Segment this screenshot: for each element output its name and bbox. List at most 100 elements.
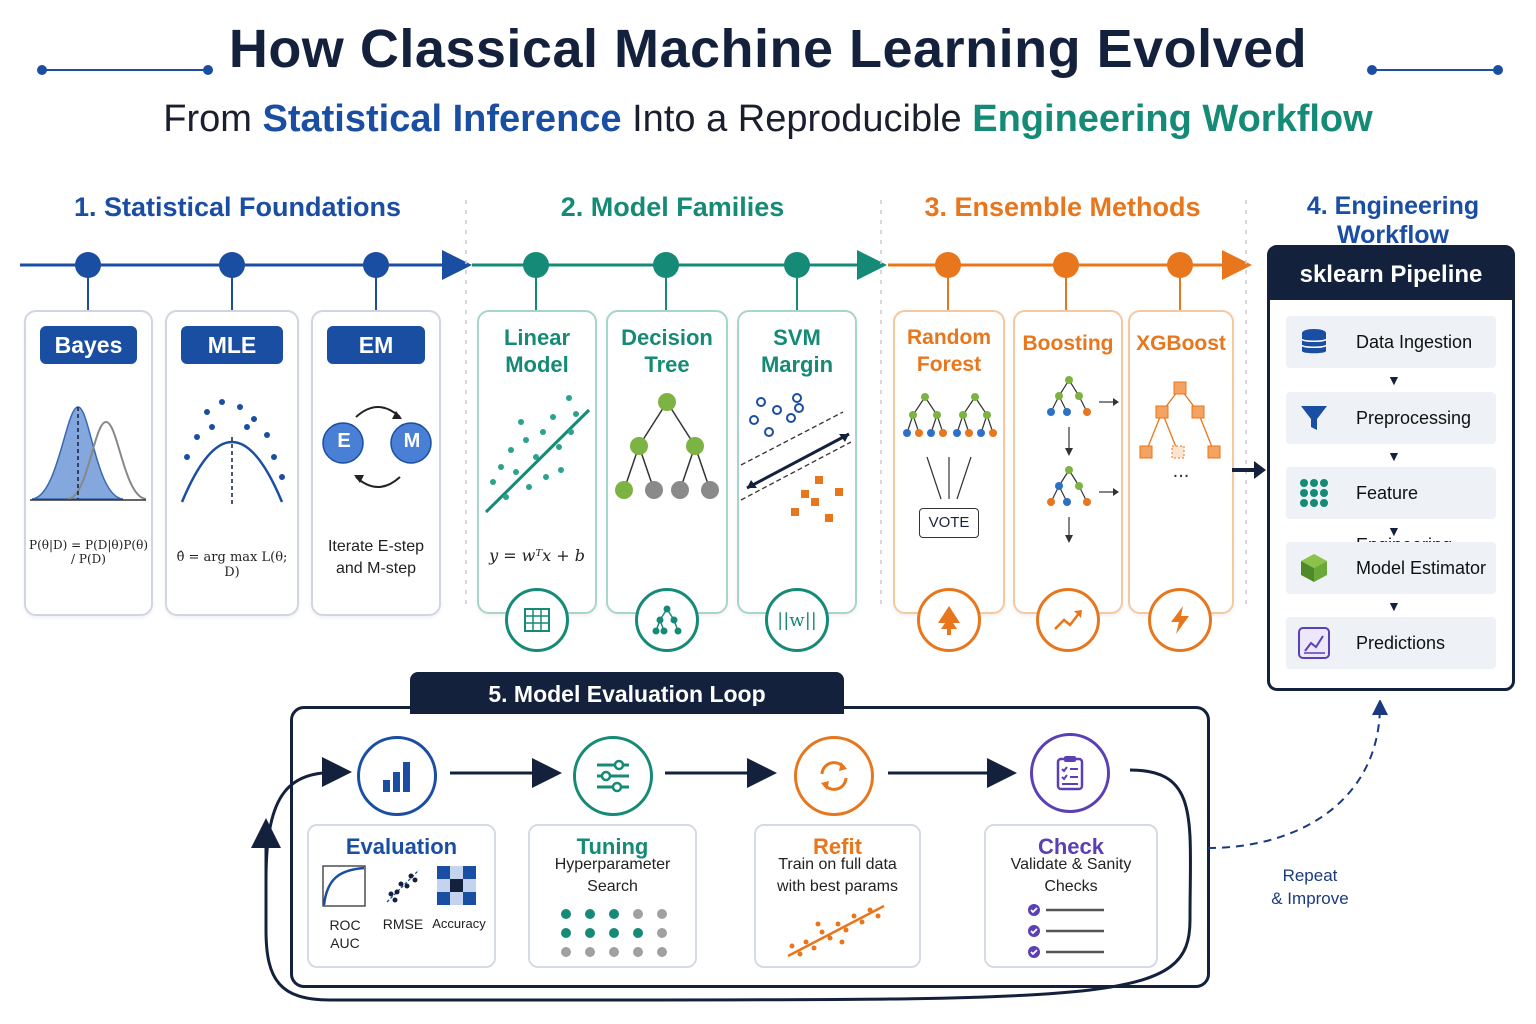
linear-regression-icon	[484, 395, 591, 514]
hyperparameter-grid-icon	[561, 909, 667, 957]
cube-icon	[1301, 554, 1327, 582]
em-label: EM	[327, 326, 425, 364]
check-clipboard-icon	[1030, 733, 1110, 813]
pipeline-step-data-ingestion: Data Ingestion	[1286, 316, 1496, 368]
section-dividers	[465, 200, 1247, 610]
tuning-sliders-icon	[573, 736, 653, 816]
check-text-1: Validate & Sanity	[1010, 856, 1132, 873]
evaluation-bar-chart-icon	[357, 736, 437, 816]
em-m-label: M	[403, 430, 421, 452]
svm-title-2: Margin	[760, 352, 834, 377]
linear-title-2: Model	[505, 352, 569, 377]
bayes-distribution-icon	[30, 406, 147, 501]
bayes-label: Bayes	[40, 326, 137, 364]
tree-hierarchy-icon	[635, 588, 699, 652]
boost-title: Boosting	[1022, 332, 1114, 355]
tree-title-2: Tree	[644, 352, 690, 377]
subtitle-mid: Into a Reproducible	[632, 98, 962, 140]
rmse-scatter-icon	[386, 869, 420, 903]
xgb-title: XGBoost	[1136, 332, 1226, 355]
svm-norm-text: ||w||	[777, 609, 817, 631]
pipeline-entry-arrow	[1232, 461, 1266, 479]
rf-vote-box: VOTE	[919, 508, 979, 538]
rf-tree-icon	[917, 588, 981, 652]
refit-card: Refit Train on full data with best param…	[754, 824, 921, 968]
svm-margin-icon	[740, 393, 852, 522]
filter-icon	[1301, 406, 1327, 430]
repeat-line-2: & Improve	[1271, 889, 1349, 908]
svm-title-1: SVM	[773, 325, 821, 350]
evaluation-title: Evaluation	[345, 834, 458, 859]
card-boosting: Boosting	[1013, 310, 1123, 614]
sklearn-pipeline-panel: sklearn Pipeline Data Ingestion ▼ Prepro…	[1267, 245, 1515, 691]
card-mle: MLE θ̂ = arg max L(θ; D)	[165, 310, 299, 616]
tuning-card: Tuning Hyperparameter Search	[528, 824, 697, 968]
pipeline-step-label: Model Estimator	[1356, 558, 1487, 578]
svm-title: SVM Margin	[739, 324, 855, 378]
check-text-2: Checks	[1044, 878, 1098, 895]
pipeline-step-preprocessing: Preprocessing	[1286, 392, 1496, 444]
title-left-ornament	[37, 65, 213, 75]
check-title: Check	[1037, 834, 1105, 859]
pipeline-step-feature-engineering: Feature Engineering	[1286, 467, 1496, 555]
title-right-ornament	[1367, 65, 1503, 75]
card-decision-tree: Decision Tree	[606, 310, 728, 614]
xgb-lightning-icon	[1148, 588, 1212, 652]
em-e-label: E	[337, 430, 351, 452]
boost-trend-icon	[1036, 588, 1100, 652]
roc-curve-icon	[322, 865, 366, 907]
em-cycle-icon	[322, 406, 432, 488]
evaluation-card: Evaluation ROC AUC RMSE Accuracy	[307, 824, 496, 968]
linear-title: Linear Model	[479, 324, 595, 378]
bayes-formula: P(θ|D) = P(D|θ)P(θ) / P(D)	[29, 538, 148, 566]
section-title-families: 2. Model Families	[560, 192, 785, 222]
em-text-1: Iterate E-step	[327, 538, 425, 555]
repeat-line-1: Repeat	[1282, 866, 1338, 885]
auc-label: AUC	[330, 935, 360, 951]
pipeline-step-predictions: Predictions	[1286, 617, 1496, 669]
feature-grid-icon	[1300, 479, 1328, 507]
refit-text-2: with best params	[777, 878, 898, 895]
card-xgboost: XGBoost ...	[1128, 310, 1234, 614]
refit-scatter-icon	[787, 904, 885, 958]
card-svm: SVM Margin	[737, 310, 857, 614]
random-forest-trees-icon	[903, 393, 997, 500]
pipeline-arrow: ▼	[1387, 372, 1401, 388]
roc-auc-label: ROC AUC	[321, 916, 369, 952]
pipeline-arrow: ▼	[1387, 523, 1401, 539]
rf-title-1: Random	[907, 326, 991, 349]
em-text-2: and M-step	[335, 560, 417, 577]
pipeline-step-label: Preprocessing	[1356, 408, 1472, 428]
section-title-ensembles: 3. Ensemble Methods	[924, 192, 1201, 222]
xgb-ellipsis: ...	[1172, 460, 1190, 482]
timeline	[20, 250, 1252, 310]
roc-label: ROC	[329, 917, 361, 933]
pipeline-title: sklearn Pipeline	[1270, 248, 1512, 300]
pipeline-arrow: ▼	[1387, 598, 1401, 614]
tuning-text-1: Hyperparameter	[554, 856, 671, 873]
repeat-improve-label: Repeat & Improve	[1255, 864, 1365, 910]
mle-label: MLE	[181, 326, 283, 364]
card-bayes: Bayes P(θ|D) = P(D|θ)P(θ) / P(D)	[24, 310, 153, 616]
pipeline-step-label: Data Ingestion	[1356, 332, 1473, 352]
check-card: Check Validate & Sanity Checks	[984, 824, 1158, 968]
pipeline-step-model-estimator: Model Estimator	[1286, 542, 1496, 594]
page-title: How Classical Machine Learning Evolved	[228, 19, 1308, 79]
pipeline-arrow: ▼	[1387, 448, 1401, 464]
database-icon	[1301, 329, 1327, 354]
loop-arrows	[251, 700, 1388, 1002]
accuracy-matrix-icon	[437, 866, 476, 905]
boosting-sequence-icon	[1047, 376, 1119, 543]
linear-formula: y = wᵀx + b	[489, 546, 585, 565]
mle-likelihood-icon	[180, 399, 285, 507]
tree-title-1: Decision	[621, 325, 713, 350]
refit-refresh-icon	[794, 736, 874, 816]
xgboost-tree-icon	[1139, 381, 1221, 459]
decision-tree-icon	[615, 393, 719, 499]
linear-matrix-icon	[505, 588, 569, 652]
accuracy-label: Accuracy	[432, 916, 486, 931]
page-subtitle: From Statistical Inference Into a Reprod…	[0, 98, 1536, 141]
linear-title-1: Linear	[503, 325, 571, 350]
tuning-title: Tuning	[576, 834, 649, 859]
mle-formula: θ̂ = arg max L(θ; D)	[176, 550, 288, 580]
